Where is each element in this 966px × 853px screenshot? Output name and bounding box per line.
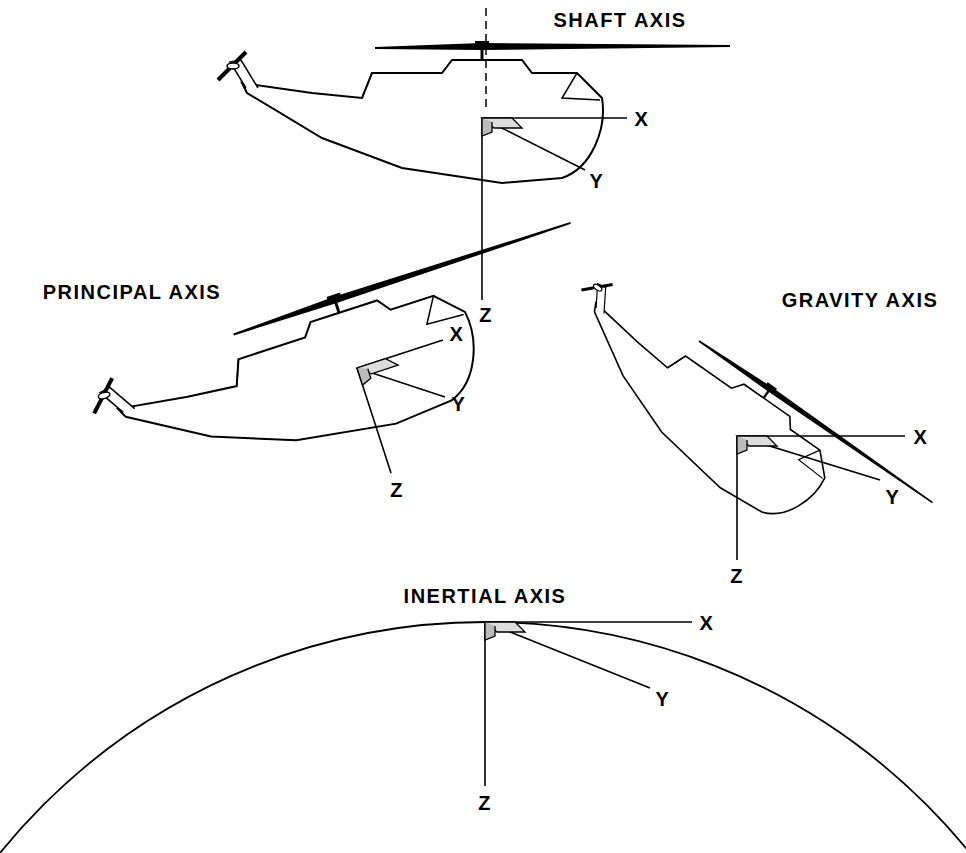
helicopter-figure [218, 41, 730, 183]
axis-lines [482, 118, 627, 300]
axis-letter: Z [479, 304, 493, 326]
axis-letter: X [700, 612, 715, 634]
axis-letter: Y [656, 688, 671, 710]
axis-letter: Y [452, 393, 467, 415]
axis-letter: X [635, 108, 650, 130]
axis-letter: Y [886, 486, 901, 508]
axis-title: GRAVITY AXIS [782, 289, 939, 311]
earth-surface [0, 622, 966, 853]
axis-lines [357, 340, 445, 473]
shaft-line [485, 8, 487, 110]
axis-title: PRINCIPAL AXIS [43, 281, 221, 303]
axis-letter: Z [478, 792, 492, 814]
axis-letter: X [914, 426, 929, 448]
origin-flag [357, 356, 401, 385]
axis-letter: Z [390, 479, 404, 501]
axis-title: INERTIAL AXIS [404, 585, 567, 607]
axis-lines [485, 622, 692, 786]
helicopter-figure [534, 264, 935, 592]
axis-letter: X [450, 323, 465, 345]
axis-lines [737, 436, 905, 560]
origin-flag [485, 622, 525, 640]
helicopter-figure [82, 218, 613, 511]
axis-letter: Y [590, 170, 605, 192]
axis-title: SHAFT AXIS [553, 9, 686, 31]
origin-flag [737, 436, 777, 454]
origin-flag [482, 118, 522, 136]
axis-letter: Z [730, 565, 744, 587]
